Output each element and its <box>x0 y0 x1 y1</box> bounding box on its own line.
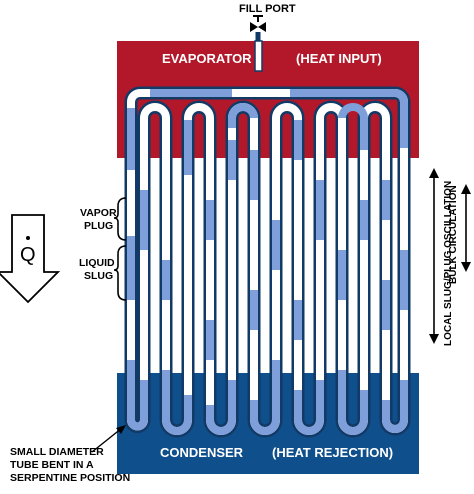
liquid-slug-label-line2: SLUG <box>84 270 113 282</box>
bulk-circulation-arrow <box>461 184 471 272</box>
liquid-slug-label-line1: LIQUID <box>79 257 115 269</box>
liquid-slugs <box>127 89 408 435</box>
heat-input-label: (HEAT INPUT) <box>296 51 382 66</box>
bulk-circulation-label: BULK CIRCULATION <box>448 185 459 284</box>
heat-flow-arrow-icon <box>0 214 61 304</box>
liquid-slug <box>338 370 368 435</box>
local-oscillation-label: LOCAL SLUG/PLUG OSCILLATION <box>443 181 454 346</box>
evaporator-label: EVAPORATOR <box>162 51 252 66</box>
liquid-slug <box>290 89 408 148</box>
heat-rejection-label: (HEAT REJECTION) <box>272 445 393 460</box>
liquid-slug <box>127 380 148 431</box>
vapor-plug-bracket <box>113 197 127 241</box>
local-oscillation-arrow <box>429 168 439 344</box>
liquid-slug <box>338 103 368 150</box>
liquid-slug <box>228 103 258 128</box>
liquid-slug <box>206 380 236 435</box>
vapor-plug-label-line2: PLUG <box>84 220 113 232</box>
fill-port-valve-icon <box>250 15 266 42</box>
liquid-slug <box>382 380 408 433</box>
tube-pointer-arrow <box>91 425 126 453</box>
tube-note-line2: TUBE BENT IN A <box>10 459 94 471</box>
tube-note-line1: SMALL DIAMETER <box>10 446 104 458</box>
fill-port-label: FILL PORT <box>239 3 296 15</box>
fill-tube <box>254 40 263 72</box>
liquid-slug-bracket <box>113 245 127 301</box>
condenser-label: CONDENSER <box>160 445 244 460</box>
liquid-slug <box>250 360 280 435</box>
liquid-slug <box>162 370 192 435</box>
vapor-plug-label-line1: VAPOR <box>80 207 117 219</box>
heat-symbol: Q <box>20 244 36 266</box>
tube-note-line3: SERPENTINE POSITION <box>10 472 130 484</box>
liquid-slug <box>294 380 324 435</box>
